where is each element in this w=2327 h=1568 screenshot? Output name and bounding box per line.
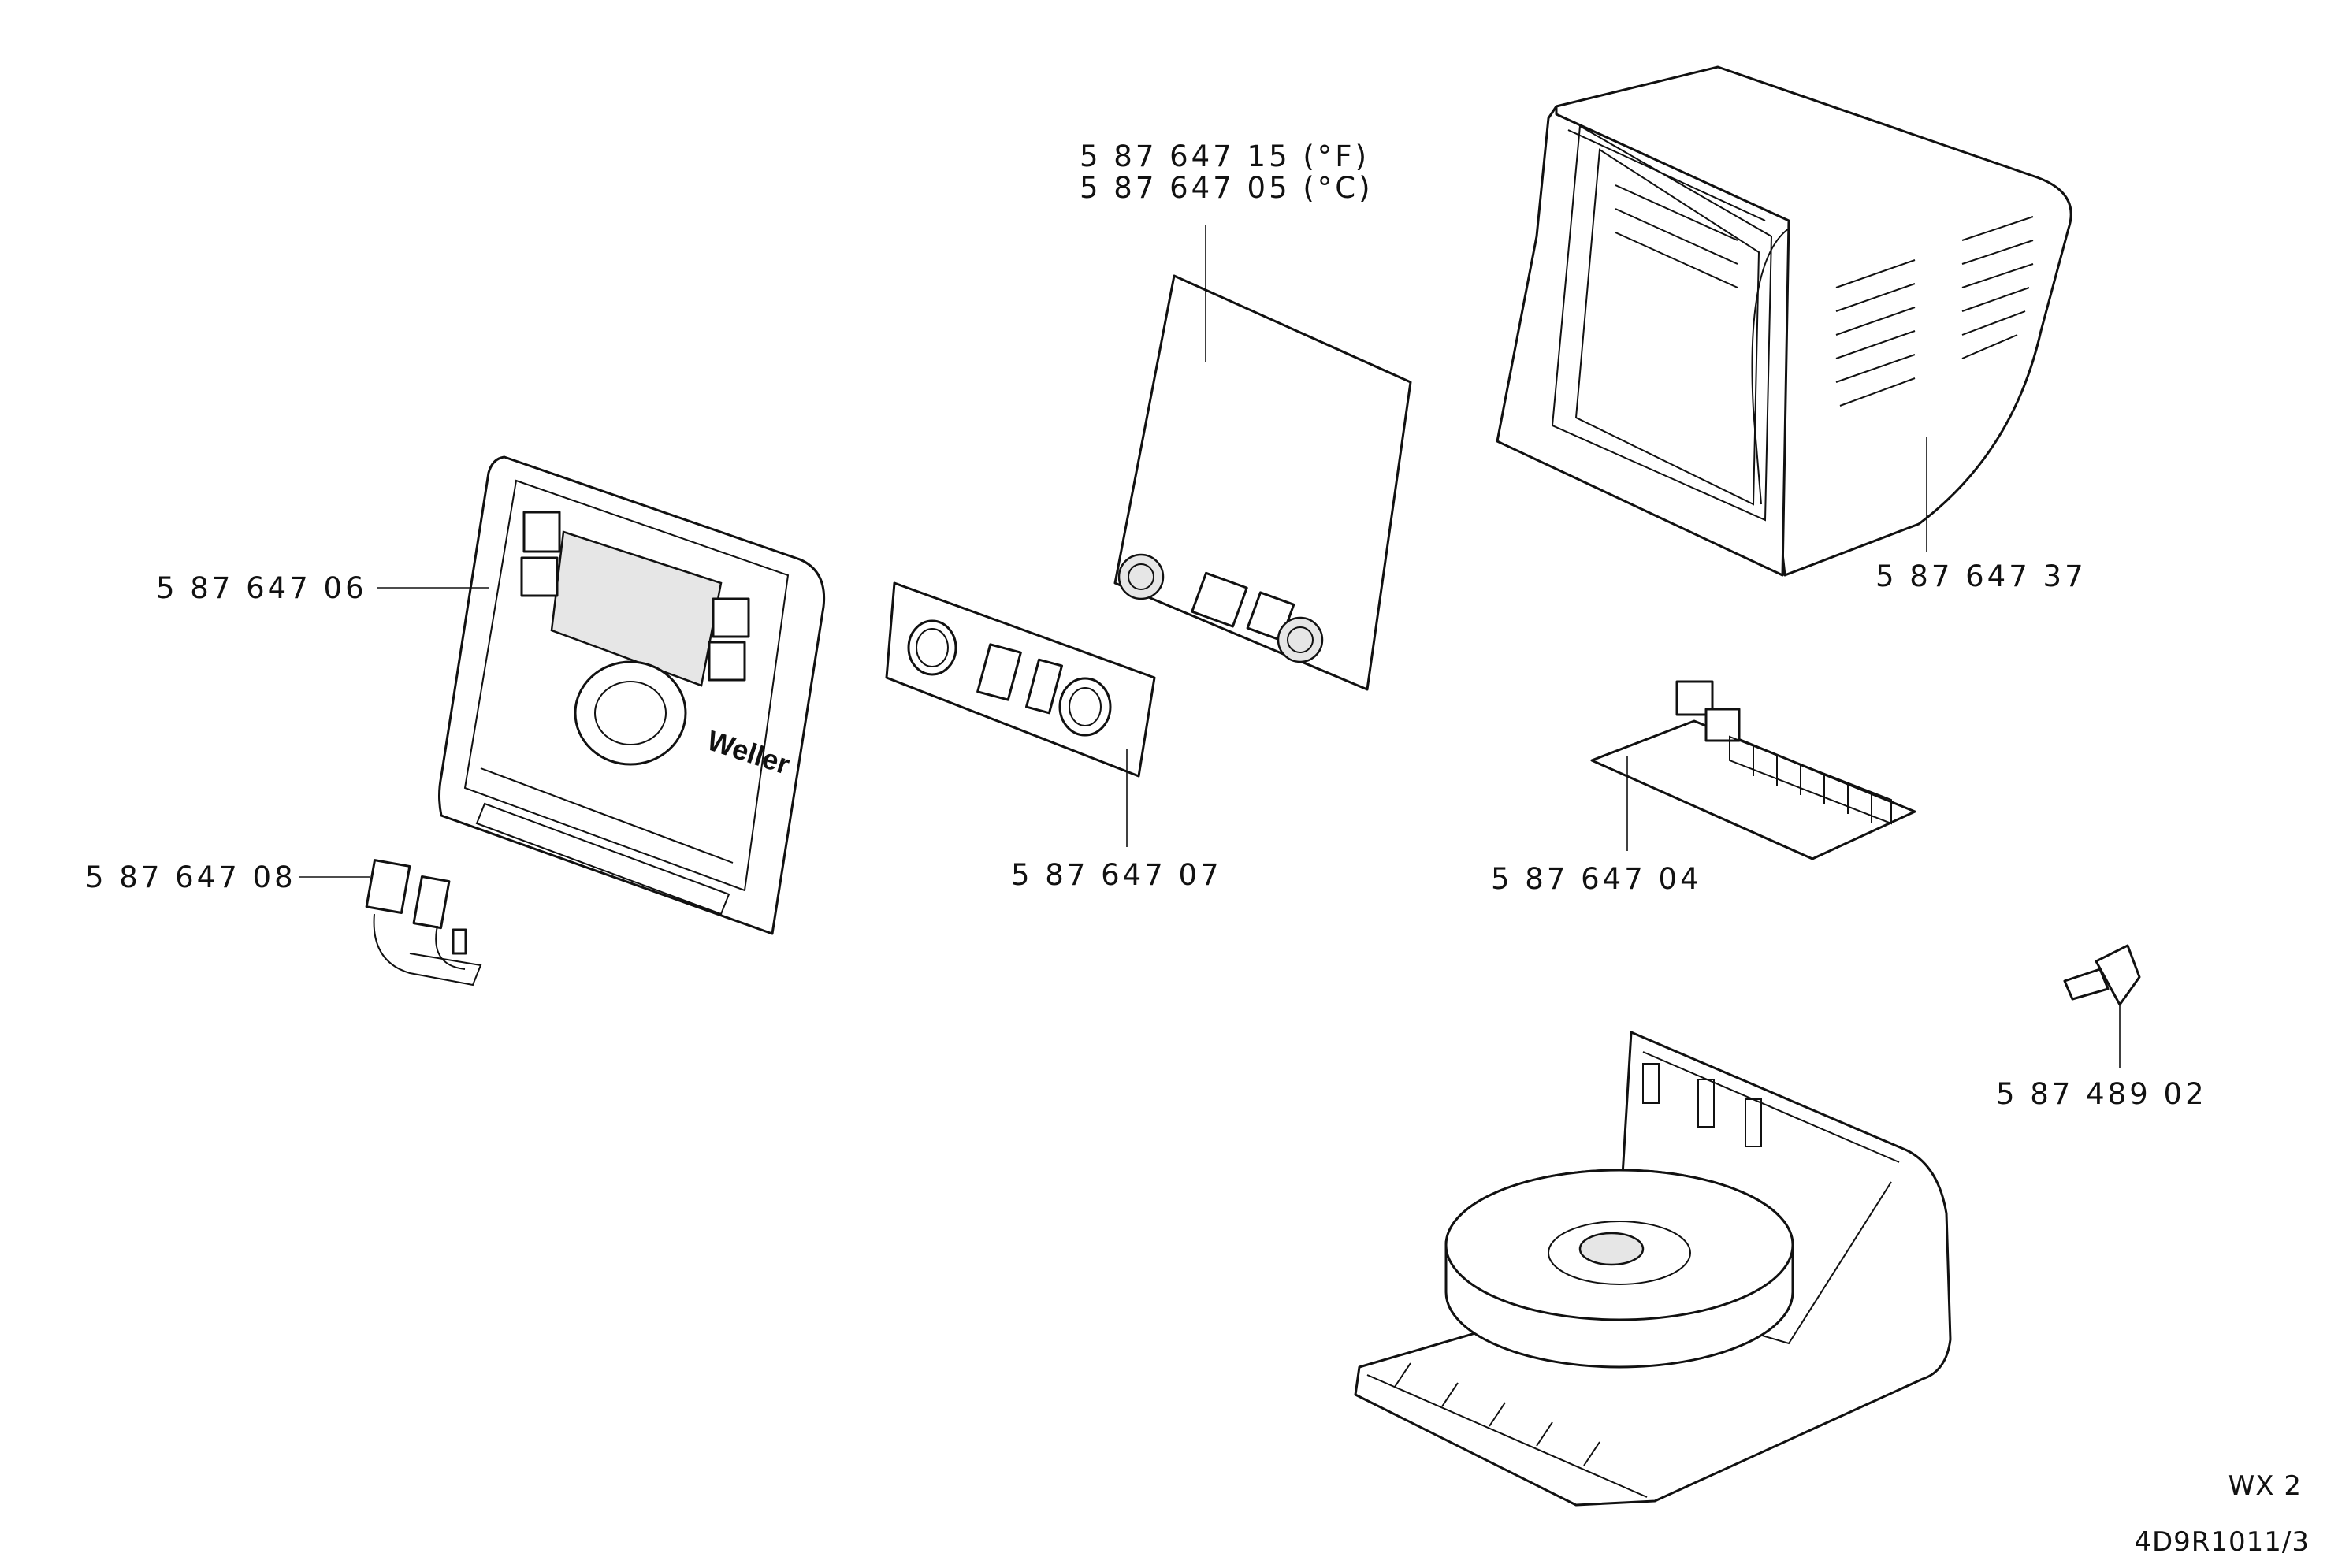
callout-fuse-holder: 5 87 489 02 [1996, 1077, 2207, 1111]
callout-power-board: 5 87 647 04 [1491, 862, 1702, 896]
callout-socket-panel: 5 87 647 07 [1011, 858, 1222, 892]
sheet-drawing-number: 4D9R1011/3 [2134, 1526, 2310, 1558]
callout-switch-part: 5 87 647 08 [85, 860, 296, 894]
housing-cover [1496, 65, 2072, 577]
base-transformer [1354, 1031, 1952, 1507]
switch-part [365, 859, 482, 987]
callout-front-panel: 5 87 647 06 [156, 571, 367, 605]
sheet-model: WX 2 [2228, 1470, 2302, 1502]
callout-housing: 5 87 647 37 [1875, 559, 2087, 593]
fuse-holder [2063, 944, 2141, 1006]
socket-panel [885, 581, 1156, 778]
callout-pcb-celsius: 5 87 647 05 (°C) [1080, 171, 1374, 205]
callout-pcb-fahrenheit: 5 87 647 15 (°F) [1080, 139, 1370, 173]
power-board [1590, 680, 1916, 860]
leader-lines [299, 225, 2121, 1068]
front-panel: Weller [438, 455, 826, 935]
control-pcb [1113, 274, 1412, 691]
